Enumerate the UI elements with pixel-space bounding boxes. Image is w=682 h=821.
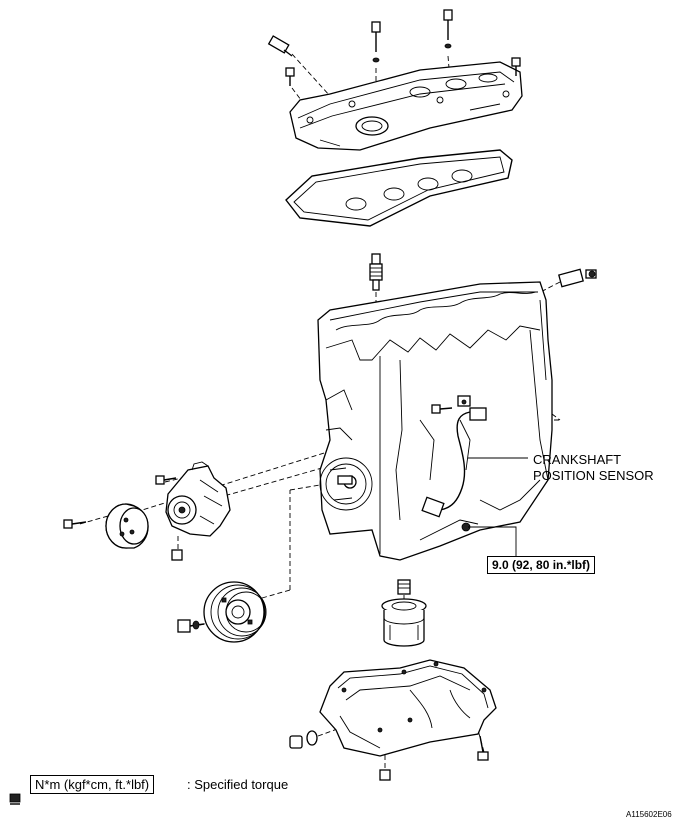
oil-filter-union <box>397 579 411 595</box>
legend-unit-box: N*m (kgf*cm, ft.*lbf) <box>30 775 155 794</box>
oil-filter <box>381 598 427 647</box>
torque-leader <box>468 526 517 556</box>
sensor-torque-spec: 9.0 (92, 80 in.*lbf) <box>487 556 596 574</box>
oil-pan-nut-bottom <box>379 769 391 781</box>
spark-plug <box>369 253 383 291</box>
cover-bolt-left-lower <box>285 67 295 86</box>
sensor-bolt <box>431 404 453 414</box>
cylinder-block <box>317 281 553 561</box>
cylinder-head-cover <box>289 61 523 151</box>
oil-pan <box>319 659 497 757</box>
water-pump-pulley <box>105 503 149 549</box>
water-pump-bolt-upper <box>155 475 177 485</box>
water-pump <box>165 461 231 537</box>
pulley-bolt <box>63 519 87 529</box>
sensor-name-line2: POSITION SENSOR <box>533 468 654 483</box>
note-icon <box>9 793 21 805</box>
crankshaft-position-sensor <box>421 395 487 518</box>
head-cover-gasket <box>285 149 513 227</box>
sensor-name-line1: CRANKSHAFT <box>533 452 622 467</box>
cover-bolt-far-right <box>511 57 521 76</box>
camshaft-position-sensor <box>558 268 597 288</box>
cover-bolt-center <box>371 21 381 63</box>
cover-bolt-left <box>267 35 293 57</box>
legend-description: : Specified torque <box>187 777 289 792</box>
crankshaft-pulley-bolt <box>177 619 205 633</box>
figure-code: A115602E06 <box>626 810 672 819</box>
drain-plug <box>289 730 318 749</box>
cover-bolt-right <box>443 9 453 49</box>
crankshaft-pulley <box>203 581 267 643</box>
oil-pan-bolt-right <box>477 735 489 761</box>
water-pump-bolt-lower <box>171 549 183 561</box>
